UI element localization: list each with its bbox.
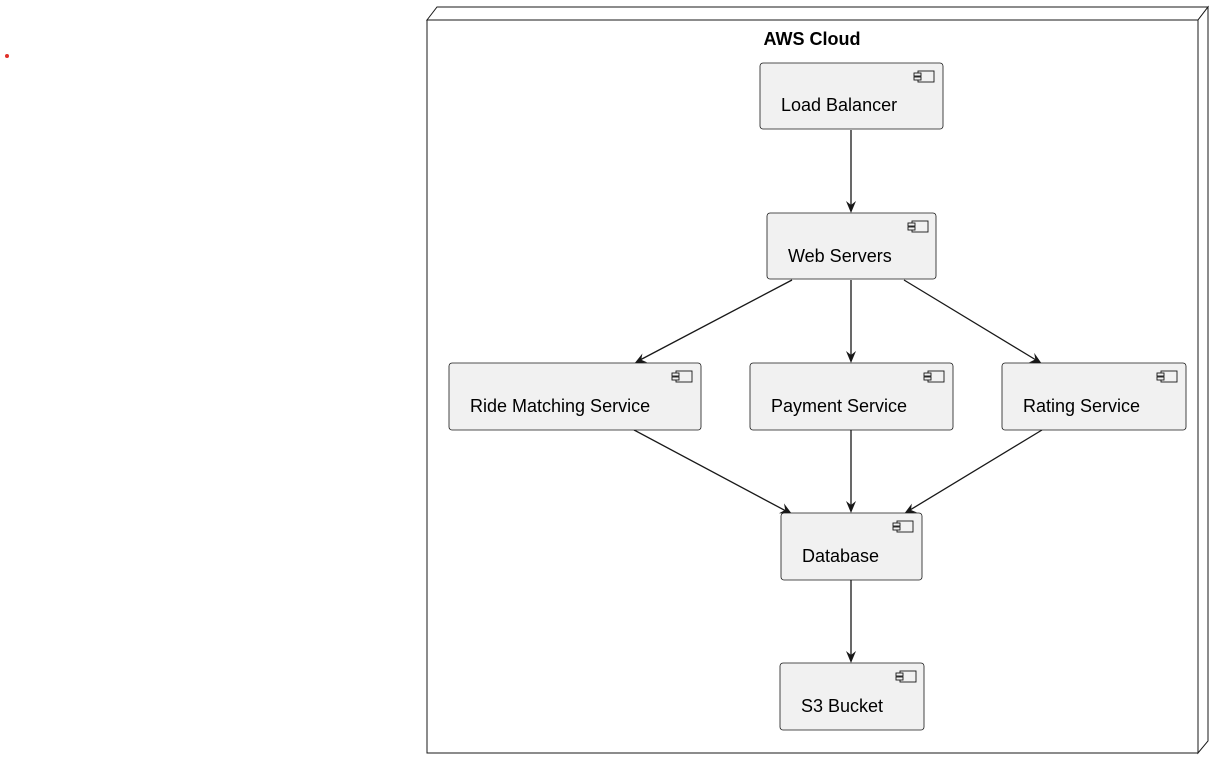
arrowhead bbox=[634, 353, 648, 364]
edge-web-ride bbox=[639, 279, 793, 361]
arrowhead bbox=[904, 503, 917, 514]
component-rating-service: Rating Service bbox=[1001, 362, 1187, 431]
arrowhead bbox=[846, 501, 856, 513]
arrowhead bbox=[846, 651, 856, 663]
component-load-balancer: Load Balancer bbox=[759, 62, 944, 130]
stray-dot bbox=[5, 54, 9, 58]
edge-ride-db bbox=[633, 429, 787, 512]
component-ride-matching-service: Ride Matching Service bbox=[448, 362, 702, 431]
component-label: Ride Matching Service bbox=[470, 396, 650, 416]
component-label: Rating Service bbox=[1023, 396, 1140, 416]
component-label: S3 Bucket bbox=[801, 696, 883, 716]
arrowhead bbox=[846, 201, 856, 213]
component-s3-bucket: S3 Bucket bbox=[779, 662, 925, 731]
component-payment-service: Payment Service bbox=[749, 362, 954, 431]
node-title: AWS Cloud bbox=[764, 29, 861, 49]
arrowhead bbox=[1029, 352, 1042, 364]
component-database: Database bbox=[780, 512, 923, 581]
component-label: Load Balancer bbox=[781, 95, 897, 115]
component-label: Web Servers bbox=[788, 246, 892, 266]
component-label: Database bbox=[802, 546, 879, 566]
component-web-servers: Web Servers bbox=[766, 212, 937, 280]
arrowhead bbox=[846, 351, 856, 363]
edge-rating-db bbox=[909, 429, 1043, 511]
component-label: Payment Service bbox=[771, 396, 907, 416]
edges bbox=[633, 130, 1043, 663]
arrowhead bbox=[779, 503, 792, 514]
edge-web-rating bbox=[903, 279, 1037, 361]
